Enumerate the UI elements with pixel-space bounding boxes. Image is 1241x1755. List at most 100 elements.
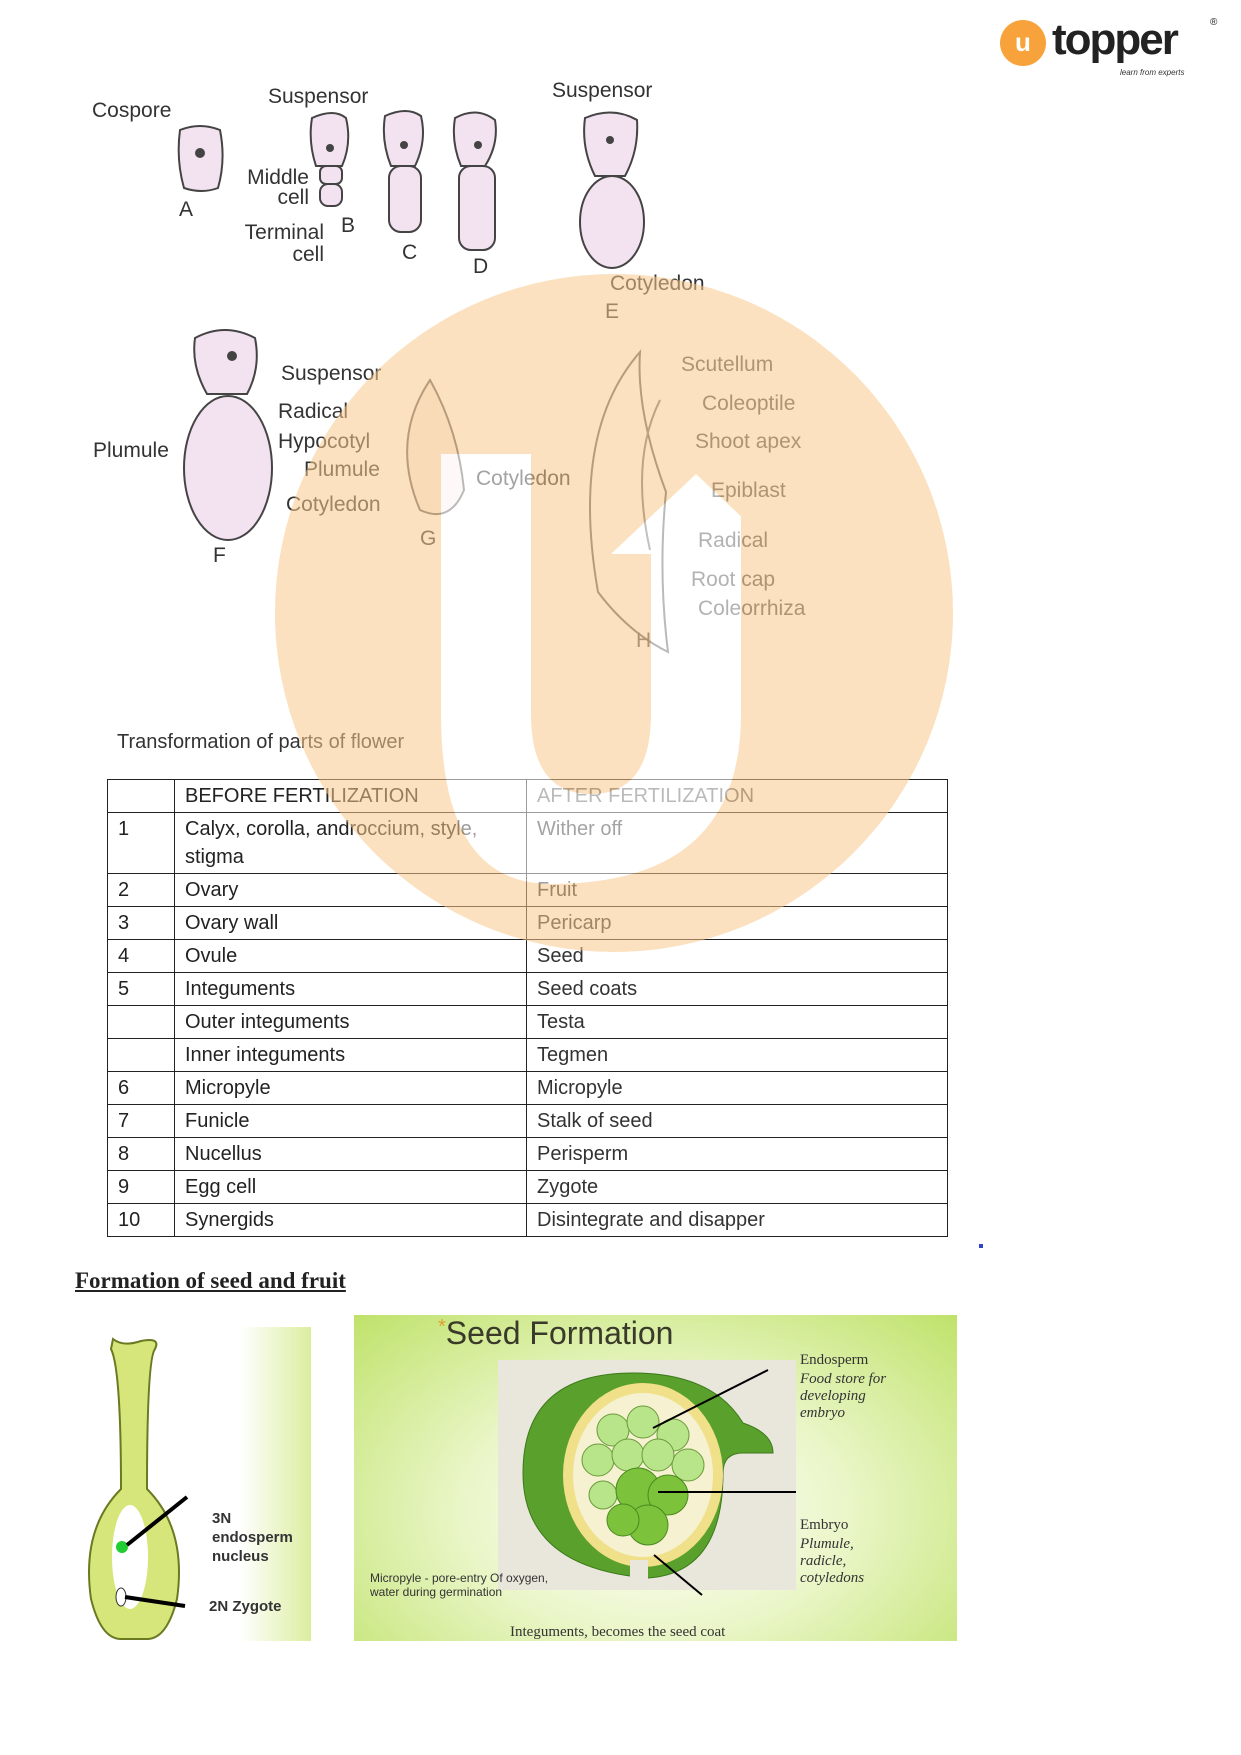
topper-logo: u topper learn from experts ® [1000, 18, 1225, 82]
label-micropyle: Micropyle - pore-entry Of oxygen, water … [370, 1571, 549, 1599]
embryo-sac-figure: 3N endosperm nucleus 2N Zygote [75, 1327, 311, 1641]
before-fertilization-cell: Ovule [174, 939, 527, 973]
label-c: C [402, 241, 418, 264]
before-fertilization-cell: Outer integuments [174, 1005, 527, 1039]
label-f-cotyledon: Cotyledon [286, 493, 381, 516]
after-fertilization-cell: Stalk of seed [526, 1104, 948, 1138]
after-fertilization-cell: Zygote [526, 1170, 948, 1204]
row-number: 5 [107, 972, 175, 1006]
row-number: 1 [107, 812, 175, 874]
label-epiblast: Epiblast [711, 479, 786, 502]
table-title: Transformation of parts of flower [117, 731, 405, 753]
embryo-g [406, 378, 466, 515]
after-fertilization-cell: Perisperm [526, 1137, 948, 1171]
after-fertilization-cell: Micropyle [526, 1071, 948, 1105]
label-middle-cell: Middle cell [247, 166, 309, 209]
after-fertilization-cell: Seed [526, 939, 948, 973]
row-number: 9 [107, 1170, 175, 1204]
label-coleoptile: Coleoptile [702, 392, 796, 415]
header-cell [107, 779, 175, 813]
flower-transformation-table: BEFORE FERTILIZATION AFTER FERTILIZATION… [107, 779, 948, 1237]
row-number: 4 [107, 939, 175, 973]
label-scutellum: Scutellum [681, 353, 774, 376]
before-fertilization-cell: Micropyle [174, 1071, 527, 1105]
asterisk-icon: * [438, 1316, 446, 1338]
before-fertilization-cell: Egg cell [174, 1170, 527, 1204]
header-cell: AFTER FERTILIZATION [526, 779, 948, 813]
row-number [107, 1038, 175, 1072]
table-header-row: BEFORE FERTILIZATION AFTER FERTILIZATION [107, 779, 948, 813]
label-integuments: Integuments, becomes the seed coat [510, 1624, 726, 1640]
row-number: 8 [107, 1137, 175, 1171]
logo-tagline: learn from experts [1120, 68, 1185, 77]
embryo-development-diagram [177, 110, 670, 654]
header-cell: BEFORE FERTILIZATION [174, 779, 527, 813]
before-fertilization-cell: Ovary [174, 873, 527, 907]
pointer-lines [653, 1554, 703, 1596]
label-plumule-left: Plumule [93, 439, 169, 462]
cell-b-suspensor [309, 112, 350, 167]
before-fertilization-cell: Synergids [174, 1203, 527, 1237]
row-number: 7 [107, 1104, 175, 1138]
section-title: Formation of seed and fruit [75, 1268, 346, 1293]
label-2n-zygote: 2N Zygote [209, 1598, 282, 1615]
label-f-plumule: Plumule [304, 458, 380, 481]
after-fertilization-cell: Seed coats [526, 972, 948, 1006]
label-h: H [636, 629, 652, 652]
before-fertilization-cell: Inner integuments [174, 1038, 527, 1072]
label-e: E [605, 300, 620, 323]
label-f-suspensor: Suspensor [281, 362, 382, 385]
label-f-radical: Radical [278, 400, 349, 423]
label-3n-endosperm: 3N endosperm nucleus [212, 1510, 293, 1565]
embryo-h [589, 349, 670, 654]
before-fertilization-cell: Calyx, corolla, androccium, style, stigm… [174, 812, 527, 874]
logo-mark: u [1000, 20, 1046, 66]
label-g-cotyledon: Cotyledon [476, 467, 571, 490]
label-d: D [473, 255, 489, 278]
embryo-sac-drawing [88, 1337, 189, 1640]
label-cospore: Cospore [92, 99, 172, 122]
label-suspensor-e: Suspensor [552, 79, 653, 102]
row-number: 2 [107, 873, 175, 907]
label-a: A [179, 198, 194, 221]
label-coleorrhiza: Coleorrhiza [698, 597, 806, 620]
row-number [107, 1005, 175, 1039]
after-fertilization-cell: Disintegrate and disapper [526, 1203, 948, 1237]
logo-wordmark: topper [1052, 15, 1179, 64]
globular-embryo [183, 395, 273, 541]
row-number: 10 [107, 1203, 175, 1237]
label-b: B [341, 214, 356, 237]
endosperm-nucleus [116, 1541, 128, 1553]
label-embryo: Embryo [800, 1517, 849, 1533]
label-endosperm: Endosperm [800, 1352, 869, 1368]
after-fertilization-cell: Fruit [526, 873, 948, 907]
before-fertilization-cell: Integuments [174, 972, 527, 1006]
label-endosperm-desc: Food store for developing embryo [800, 1371, 887, 1421]
label-root-cap: Root cap [691, 568, 776, 591]
seed-photo [498, 1360, 796, 1590]
before-fertilization-cell: Funicle [174, 1104, 527, 1138]
after-fertilization-cell: Wither off [526, 812, 948, 874]
stray-dot [979, 1244, 983, 1248]
before-fertilization-cell: Nucellus [174, 1137, 527, 1171]
label-embryo-desc: Plumule, radicle, cotyledons [800, 1536, 865, 1586]
label-f: F [213, 544, 226, 567]
seed-formation-figure: *Seed Formation Endosperm Food store for… [354, 1315, 957, 1641]
seed-formation-title-text: Seed Formation [445, 1315, 674, 1351]
label-shoot-apex: Shoot apex [695, 430, 802, 453]
cell-a [177, 125, 224, 192]
label-g: G [420, 527, 437, 550]
after-fertilization-cell: Tegmen [526, 1038, 948, 1072]
label-terminal-cell: Terminal cell [244, 221, 324, 266]
logo-registered: ® [1210, 17, 1218, 28]
